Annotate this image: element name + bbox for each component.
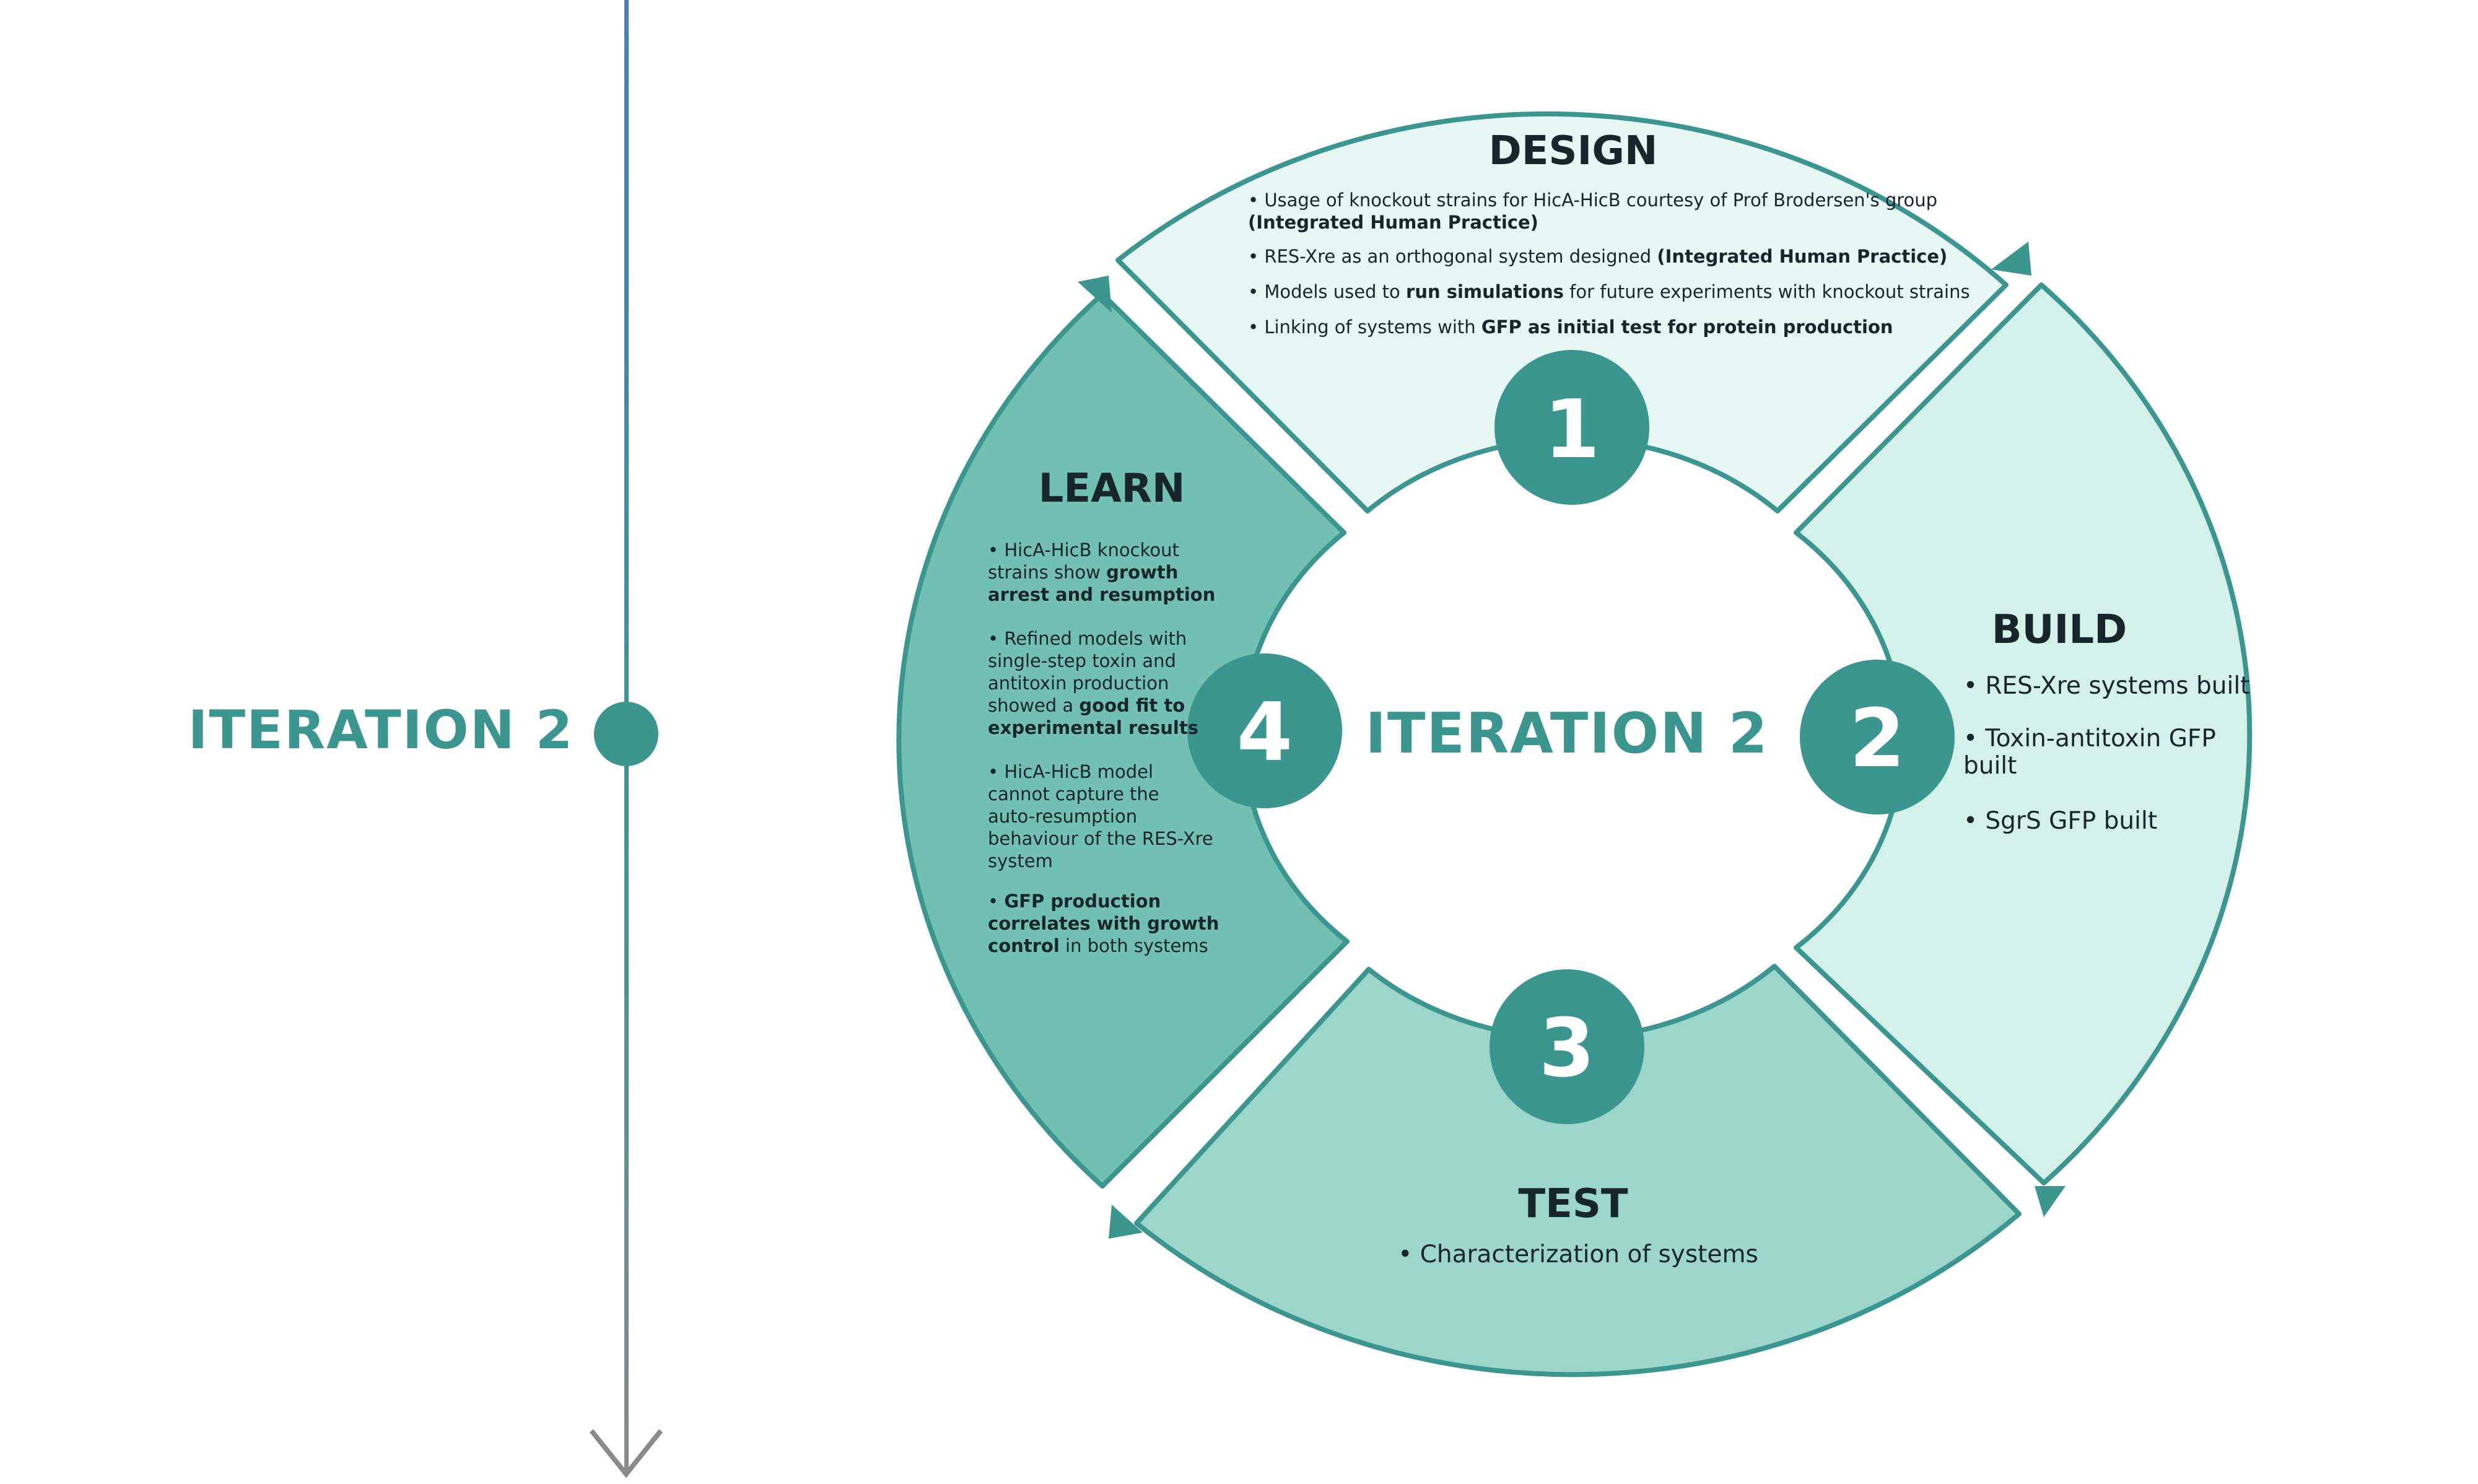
learn-title: LEARN <box>1039 466 1185 512</box>
timeline: ITERATION 2 <box>188 0 663 1478</box>
build-bullet: • Toxin-antitoxin GFP built <box>1963 725 2223 780</box>
learn-bullet: • Refined models with single-step toxin … <box>988 628 1198 738</box>
badge-number: 3 <box>1539 1001 1595 1095</box>
cycle-arrows <box>1078 242 2066 1239</box>
timeline-arrowhead-icon <box>589 1429 663 1478</box>
learn-bullet: • HicA-HicB knockout strains show growth… <box>988 539 1215 605</box>
build-title: BUILD <box>1992 607 2127 653</box>
badge-number: 1 <box>1544 382 1600 476</box>
timeline-iteration-label: ITERATION 2 <box>188 699 574 761</box>
test-bullet: • Characterization of systems <box>1398 1241 1758 1268</box>
learn-bullet: • HicA-HicB model cannot capture the aut… <box>988 761 1219 871</box>
design-bullet: • Linking of systems with GFP as initial… <box>1248 316 1893 338</box>
design-title: DESIGN <box>1489 128 1658 174</box>
build-bullet: • RES-Xre systems built <box>1963 672 2249 700</box>
badge-design: 1 <box>1494 350 1649 505</box>
badge-circle <box>1490 969 1644 1124</box>
arrow-design-to-build-icon <box>1991 242 2031 276</box>
center-iteration-label: ITERATION 2 <box>1366 701 1769 766</box>
badge-learn: 4 <box>1187 653 1342 808</box>
timeline-node <box>594 702 658 766</box>
design-bullet: • RES-Xre as an orthogonal system design… <box>1248 246 1947 267</box>
learn-text: LEARN • HicA-HicB knockout strains show … <box>988 466 1225 956</box>
design-bullet: • Usage of knockout strains for HicA-Hic… <box>1248 190 1943 233</box>
arrow-test-to-learn-icon <box>1109 1205 1143 1239</box>
design-bullet: • Models used to run simulations for fut… <box>1248 281 1970 302</box>
badge-number: 2 <box>1849 691 1905 785</box>
test-text: TEST • Characterization of systems <box>1398 1181 1758 1268</box>
design-text: DESIGN • Usage of knockout strains for H… <box>1248 128 1970 338</box>
badge-circle <box>1494 350 1649 505</box>
badge-test: 3 <box>1490 969 1644 1124</box>
arrow-learn-to-design-icon <box>1078 276 1112 313</box>
badge-circle <box>1800 660 1955 814</box>
badge-number: 4 <box>1237 685 1293 779</box>
badge-build: 2 <box>1800 660 1955 814</box>
badge-circle <box>1187 653 1342 808</box>
learn-bullet: • GFP production correlates with growth … <box>988 891 1225 956</box>
build-text: BUILD • RES-Xre systems built • Toxin-an… <box>1963 607 2249 835</box>
test-title: TEST <box>1518 1181 1628 1227</box>
arrow-build-to-test-icon <box>2035 1186 2066 1217</box>
build-bullet: • SgrS GFP built <box>1963 807 2157 835</box>
cycle-diagram <box>896 111 2253 1377</box>
